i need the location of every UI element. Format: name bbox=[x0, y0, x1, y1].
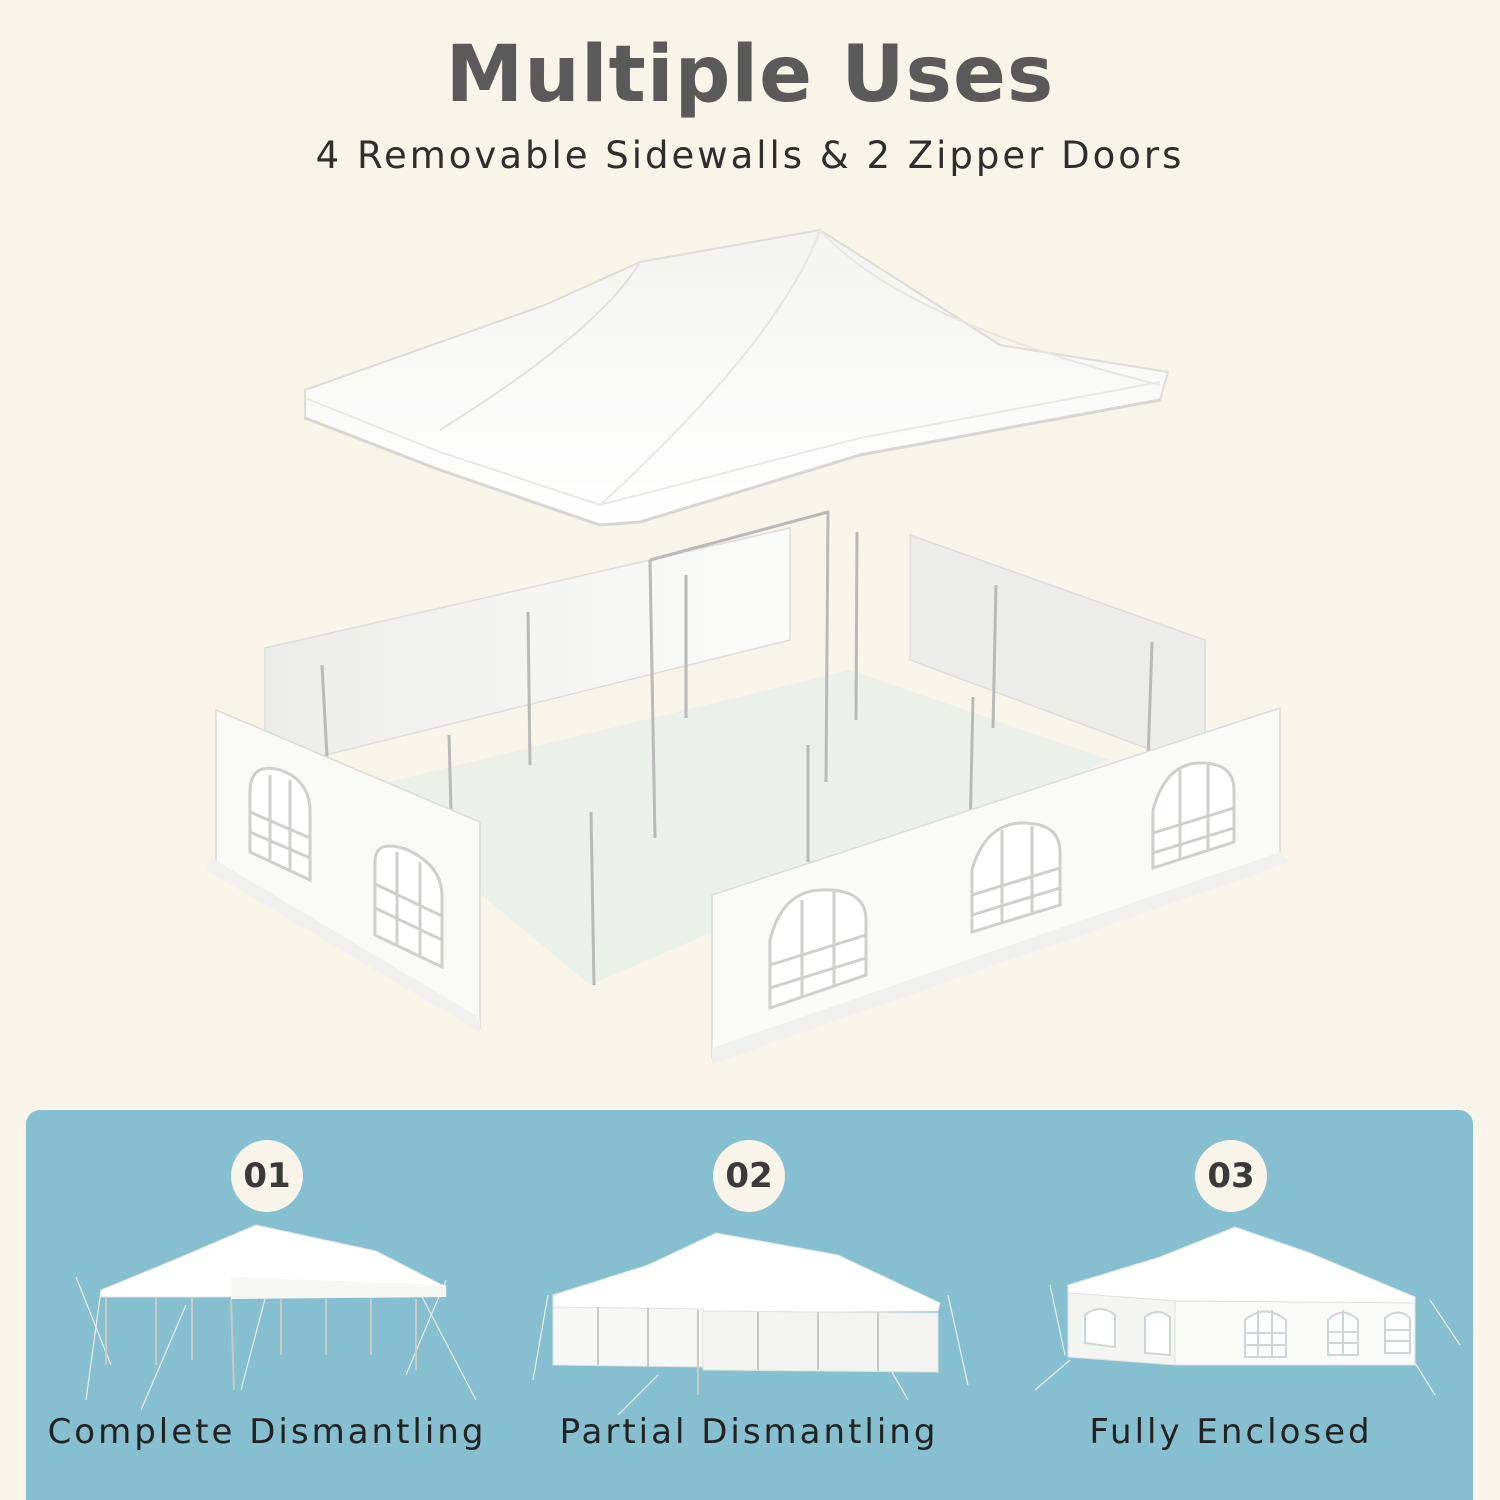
sidewall-front-left bbox=[206, 708, 481, 1032]
option-label: Complete Dismantling bbox=[47, 1412, 487, 1452]
option-label: Fully Enclosed bbox=[1089, 1412, 1373, 1452]
tent-fully-enclosed-illustration bbox=[1034, 1226, 1461, 1396]
tent-floor bbox=[355, 670, 1110, 985]
usage-options-panel: 01 Complete Dismantling 02 bbox=[26, 1110, 1473, 1500]
exploded-tent-illustration bbox=[206, 228, 1290, 1064]
option-label: Partial Dismantling bbox=[559, 1412, 939, 1452]
window-icon bbox=[248, 766, 444, 970]
option-number-badge: 01 bbox=[231, 1140, 303, 1212]
option-fully-enclosed: 03 Fully Enclosed bbox=[990, 1110, 1472, 1500]
page-subtitle: 4 Removable Sidewalls & 2 Zipper Doors bbox=[315, 134, 1185, 177]
option-complete-dismantling: 01 Complete Dismantling bbox=[26, 1110, 508, 1500]
tent-canopy-only-illustration bbox=[75, 1224, 477, 1411]
option-number-badge: 03 bbox=[1195, 1140, 1267, 1212]
tent-poles bbox=[320, 510, 1154, 986]
tent-partial-walls-illustration bbox=[532, 1232, 969, 1415]
page-title: Multiple Uses bbox=[445, 30, 1055, 120]
window-icon bbox=[768, 761, 1236, 1011]
window-icon bbox=[1084, 1308, 1411, 1358]
option-number-badge: 02 bbox=[713, 1140, 785, 1212]
tent-roof bbox=[304, 228, 1170, 527]
option-partial-dismantling: 02 Partial Dismantling bbox=[508, 1110, 990, 1500]
